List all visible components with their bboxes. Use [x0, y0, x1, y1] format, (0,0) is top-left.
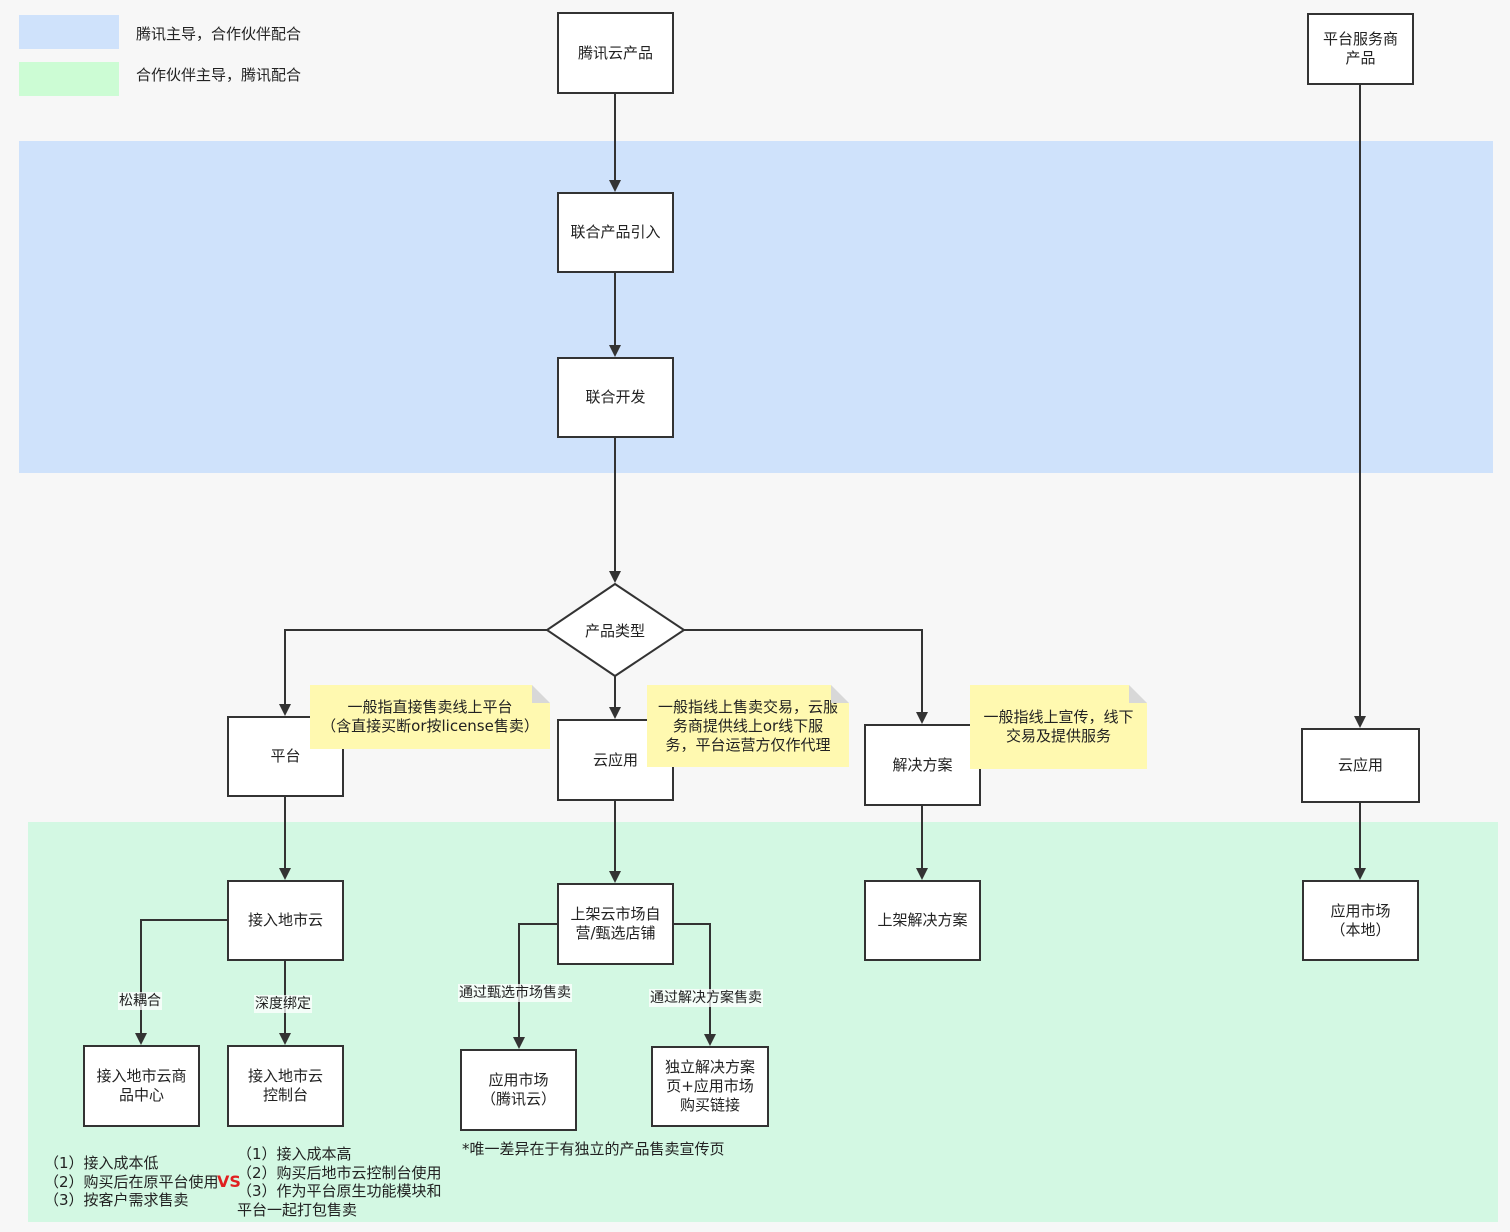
- legend-swatch-partner-led: [19, 62, 119, 96]
- edge-local-cloud-to-store: [135, 919, 228, 1045]
- edge-marketplace-to-app-market: [513, 923, 558, 1049]
- node-app-market-local: 应用市场 （本地）: [1302, 880, 1419, 961]
- legend-label-partner-led: 合作伙伴主导，腾讯配合: [136, 66, 302, 84]
- node-platform-vendor-product: 平台服务商 产品: [1307, 13, 1414, 85]
- node-product-type: 产品类型: [584, 622, 645, 640]
- note-cloud-app: 一般指线上售卖交易，云服 务商提供线上or线下服 务，平台运营方仅作代理: [647, 685, 849, 767]
- node-app-market-tencent: 应用市场 （腾讯云）: [460, 1049, 577, 1131]
- edge-label-loose-coupling: 松耦合: [118, 992, 162, 1010]
- product-type-diamond: [545, 582, 686, 678]
- note-cloud-app-text: 一般指线上售卖交易，云服 务商提供线上or线下服 务，平台运营方仅作代理: [657, 697, 838, 754]
- edge-label-deep-binding: 深度绑定: [254, 995, 312, 1013]
- node-joint-development: 联合开发: [557, 357, 674, 438]
- note-fold: [831, 685, 849, 703]
- edge-type-to-solution: [684, 629, 928, 724]
- node-list-on-marketplace: 上架云市场自 营/甄选店铺: [557, 883, 674, 965]
- note-fold: [1129, 685, 1147, 703]
- node-solution-page: 独立解决方案 页+应用市场 购买链接: [651, 1046, 769, 1127]
- tencent-led-band: [19, 141, 1493, 473]
- node-solution: 解决方案: [864, 724, 981, 806]
- node-joint-product-intro: 联合产品引入: [557, 192, 674, 273]
- edge-label-via-solution: 通过解决方案售卖: [649, 989, 763, 1007]
- note-solution: 一般指线上宣传，线下 交易及提供服务: [970, 685, 1147, 769]
- note-fold: [532, 685, 550, 703]
- legend-swatch-tencent-led: [19, 15, 119, 49]
- edge-marketplace-to-solution-page: [673, 923, 716, 1046]
- node-connect-local-cloud: 接入地市云: [227, 880, 344, 961]
- comment-loose-coupling-points: （1）接入成本低 （2）购买后在原平台使用 （3）按客户需求售卖: [44, 1154, 219, 1209]
- comment-deep-binding-points: （1）接入成本高 （2）购买后地市云控制台使用 （3）作为平台原生功能模块和 平…: [237, 1145, 442, 1219]
- note-solution-text: 一般指线上宣传，线下 交易及提供服务: [983, 708, 1134, 745]
- node-vendor-cloud-app: 云应用: [1301, 728, 1420, 803]
- note-platform: 一般指直接售卖线上平台 （含直接买断or按license售卖）: [310, 685, 550, 749]
- edge-type-to-platform: [279, 629, 547, 716]
- comparison-vs: VS: [217, 1172, 241, 1191]
- note-platform-text: 一般指直接售卖线上平台 （含直接买断or按license售卖）: [321, 698, 539, 735]
- edge-label-via-select-market: 通过甄选市场售卖: [458, 984, 572, 1002]
- node-local-cloud-store: 接入地市云商 品中心: [83, 1045, 200, 1127]
- node-local-cloud-console: 接入地市云 控制台: [227, 1045, 344, 1127]
- comment-difference: *唯一差异在于有独立的产品售卖宣传页: [462, 1140, 725, 1158]
- node-list-solution: 上架解决方案: [864, 880, 981, 961]
- node-tencent-cloud-product: 腾讯云产品: [557, 12, 674, 94]
- legend-label-tencent-led: 腾讯主导，合作伙伴配合: [136, 25, 302, 43]
